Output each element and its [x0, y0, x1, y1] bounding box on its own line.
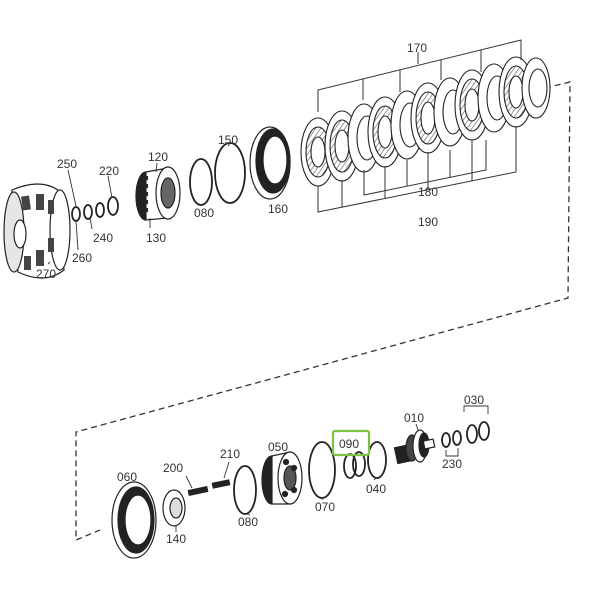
leader-lines-top [47, 142, 231, 265]
label-080-top[interactable]: 080 [194, 206, 214, 220]
part-270-drum-housing[interactable] [3, 183, 71, 279]
highlight-box-090 [331, 429, 371, 457]
leader-lines-bottom [175, 405, 489, 532]
label-010[interactable]: 010 [404, 411, 424, 425]
part-260-ring[interactable] [71, 206, 81, 222]
part-030-ring[interactable] [466, 421, 490, 444]
label-260[interactable]: 260 [72, 251, 92, 265]
part-230-ring[interactable] [441, 430, 462, 448]
label-220[interactable]: 220 [99, 164, 119, 178]
label-250[interactable]: 250 [57, 157, 77, 171]
label-060[interactable]: 060 [117, 470, 137, 484]
part-040-ring[interactable] [367, 441, 387, 479]
label-030[interactable]: 030 [464, 393, 484, 407]
part-labels: 170 180 190 250 220 120 150 080 160 240 … [36, 41, 484, 546]
label-130[interactable]: 130 [146, 231, 166, 245]
part-240-ring[interactable] [83, 202, 105, 220]
part-060-plate[interactable] [111, 481, 157, 559]
dashed-guide-lines [75, 81, 571, 541]
label-080-bottom[interactable]: 080 [238, 515, 258, 529]
label-070[interactable]: 070 [315, 500, 335, 514]
label-150[interactable]: 150 [218, 133, 238, 147]
part-150-ring[interactable] [214, 142, 246, 204]
part-140-washer[interactable] [162, 489, 186, 527]
label-040[interactable]: 040 [366, 482, 386, 496]
label-230[interactable]: 230 [442, 457, 462, 471]
part-070-ring[interactable] [308, 441, 336, 499]
label-210[interactable]: 210 [220, 447, 240, 461]
part-200-pin[interactable] [187, 485, 209, 497]
part-220-ring[interactable] [107, 196, 119, 216]
label-120[interactable]: 120 [148, 150, 168, 164]
part-170-180-190-clutch-pack[interactable] [300, 56, 551, 187]
label-270[interactable]: 270 [36, 267, 56, 281]
part-050-carrier[interactable] [261, 451, 303, 505]
part-210-pin[interactable] [211, 479, 231, 489]
part-080-snap-ring-top[interactable] [189, 158, 213, 206]
part-120-gear-hub[interactable] [135, 166, 181, 221]
label-240[interactable]: 240 [93, 231, 113, 245]
bracket-lines [317, 39, 522, 213]
label-160[interactable]: 160 [268, 202, 288, 216]
label-180[interactable]: 180 [418, 185, 438, 199]
part-010-shaft[interactable] [393, 429, 436, 465]
label-170[interactable]: 170 [407, 41, 427, 55]
label-140[interactable]: 140 [166, 532, 186, 546]
label-190[interactable]: 190 [418, 215, 438, 229]
label-050[interactable]: 050 [268, 440, 288, 454]
label-200[interactable]: 200 [163, 461, 183, 475]
label-090[interactable]: 090 [339, 437, 359, 451]
part-080-snap-ring-bottom[interactable] [233, 465, 257, 515]
part-160-plate[interactable] [249, 126, 291, 200]
